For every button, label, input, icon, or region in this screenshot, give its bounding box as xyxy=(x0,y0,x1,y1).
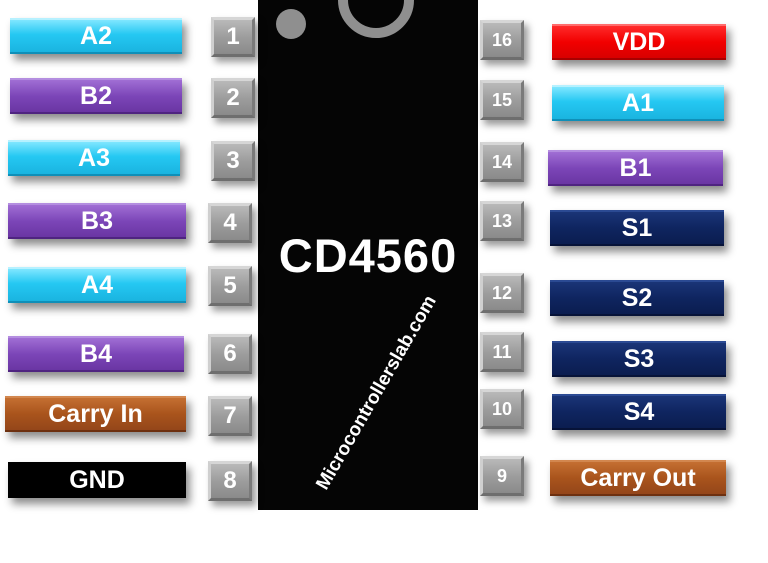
pin-14: 14 xyxy=(480,142,524,182)
chip-name: CD4560 xyxy=(278,229,458,282)
pin-13: 13 xyxy=(480,201,524,241)
pin-2: 2 xyxy=(211,78,255,118)
pin-10-label: S4 xyxy=(552,394,726,430)
pin-12: 12 xyxy=(480,273,524,313)
pin-10: 10 xyxy=(480,389,524,429)
pin-12-label: S2 xyxy=(550,280,724,316)
pin-8-label: GND xyxy=(8,462,186,498)
pin-16-label: VDD xyxy=(552,24,726,60)
pin-7-label: Carry In xyxy=(5,396,186,432)
pin-13-label: S1 xyxy=(550,210,724,246)
pin-1-label: A2 xyxy=(10,18,182,54)
pin-4-label: B3 xyxy=(8,203,186,239)
pin-7: 7 xyxy=(208,396,252,436)
pin-1: 1 xyxy=(211,17,255,57)
pin-3-label: A3 xyxy=(8,140,180,176)
pin-5-label: A4 xyxy=(8,267,186,303)
pin-9: 9 xyxy=(480,456,524,496)
chip-body xyxy=(258,0,478,510)
pin-6-label: B4 xyxy=(8,336,184,372)
pin-14-label: B1 xyxy=(548,150,723,186)
pin-11-label: S3 xyxy=(552,341,726,377)
pin-3: 3 xyxy=(211,141,255,181)
pin-11: 11 xyxy=(480,332,524,372)
pin-4: 4 xyxy=(208,203,252,243)
pin-15-label: A1 xyxy=(552,85,724,121)
pin-16: 16 xyxy=(480,20,524,60)
pin1-indicator-dot xyxy=(276,9,306,39)
pin-8: 8 xyxy=(208,461,252,501)
pin-9-label: Carry Out xyxy=(550,460,726,496)
pin-15: 15 xyxy=(480,80,524,120)
pin-5: 5 xyxy=(208,266,252,306)
pin-2-label: B2 xyxy=(10,78,182,114)
pin-6: 6 xyxy=(208,334,252,374)
